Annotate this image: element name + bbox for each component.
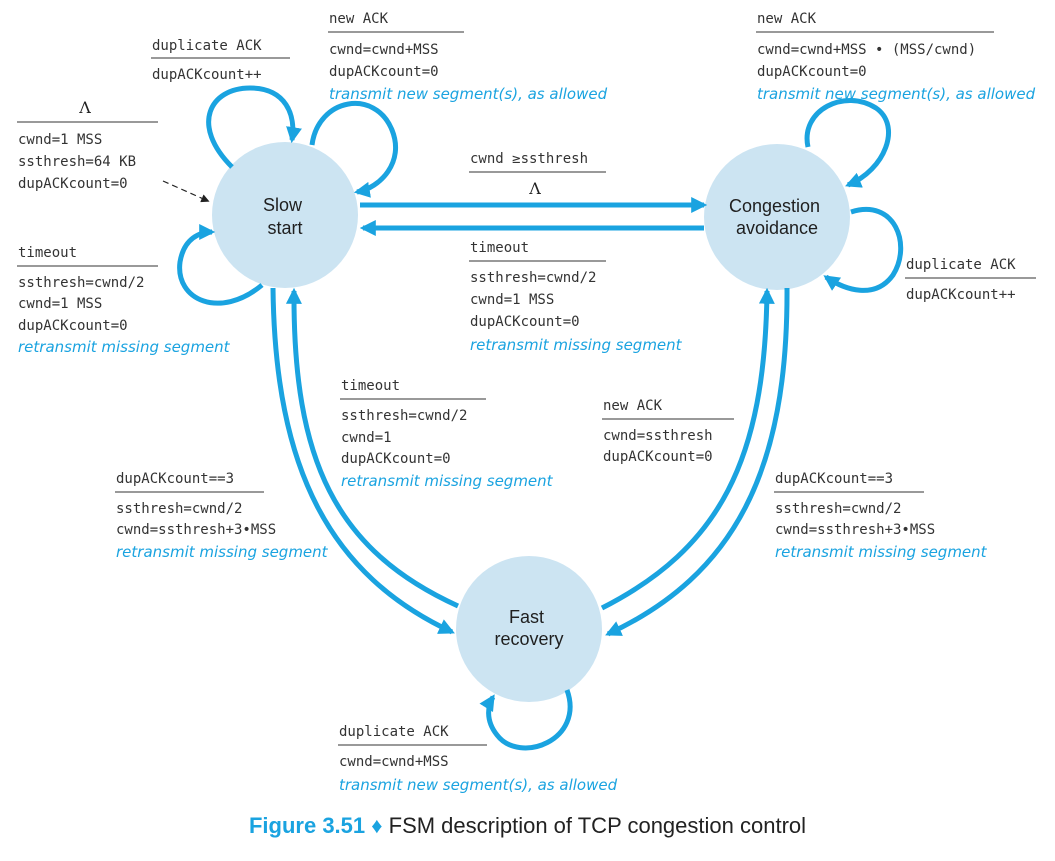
action-italic: transmit new segment(s), as allowed — [329, 85, 608, 103]
label-fr-dupack: duplicate ACK cwnd=cwnd+MSS transmit new… — [338, 724, 618, 794]
edge-ss-to-fr — [270, 287, 455, 635]
action-text: ssthresh=cwnd/2 — [775, 501, 901, 517]
action-text: Λ — [528, 179, 541, 198]
action-text: ssthresh=cwnd/2 — [341, 408, 467, 424]
action-text: dupACKcount=0 — [18, 176, 128, 192]
action-italic: retransmit missing segment — [18, 338, 231, 356]
action-text: cwnd=1 — [341, 430, 392, 446]
action-text: ssthresh=cwnd/2 — [18, 275, 144, 291]
action-text: dupACKcount=0 — [18, 318, 128, 334]
action-italic: retransmit missing segment — [775, 543, 988, 561]
action-text: cwnd=1 MSS — [18, 296, 102, 312]
event-text: timeout — [341, 378, 400, 394]
action-text: dupACKcount=0 — [757, 64, 867, 80]
action-text: dupACKcount=0 — [470, 314, 580, 330]
loop-ss-newack — [309, 101, 399, 198]
event-text: timeout — [18, 245, 77, 261]
edge-ca-to-fr — [605, 287, 790, 637]
event-text: duplicate ACK — [339, 724, 449, 740]
event-text: cwnd ≥ssthresh — [470, 151, 588, 167]
loop-ss-dupack — [206, 85, 302, 169]
state-slow-start: Slow start — [212, 142, 358, 288]
label-initial: Λ cwnd=1 MSS ssthresh=64 KB dupACKcount=… — [17, 98, 158, 192]
action-text: cwnd=cwnd+MSS — [339, 754, 449, 770]
label-ca-to-fr: dupACKcount==3 ssthresh=cwnd/2 cwnd=ssth… — [774, 471, 988, 561]
action-italic: retransmit missing segment — [470, 336, 683, 354]
state-label-line: recovery — [494, 629, 563, 649]
state-label-line: avoidance — [736, 218, 818, 238]
label-ca-newack: new ACK cwnd=cwnd+MSS • (MSS/cwnd) dupAC… — [756, 11, 1036, 103]
state-label-line: Fast — [509, 607, 544, 627]
action-text: dupACKcount++ — [152, 67, 262, 83]
initial-event: Λ — [78, 98, 91, 117]
event-text: timeout — [470, 240, 529, 256]
loop-ca-newack — [804, 97, 891, 188]
state-label-line: start — [267, 218, 302, 238]
action-italic: transmit new segment(s), as allowed — [757, 85, 1036, 103]
caption-separator: ♦ — [371, 813, 383, 838]
event-text: dupACKcount==3 — [116, 471, 234, 487]
action-text: dupACKcount=0 — [329, 64, 439, 80]
loop-ca-dupack — [823, 207, 904, 293]
action-text: ssthresh=cwnd/2 — [116, 501, 242, 517]
event-text: duplicate ACK — [906, 257, 1016, 273]
label-ss-timeout: timeout ssthresh=cwnd/2 cwnd=1 MSS dupAC… — [17, 245, 231, 356]
action-text: cwnd=1 MSS — [470, 292, 554, 308]
action-text: dupACKcount++ — [906, 287, 1016, 303]
label-ss-dupack: duplicate ACK dupACKcount++ — [151, 38, 290, 83]
initial-arrow — [162, 180, 210, 203]
edge-fr-to-ss — [285, 287, 460, 609]
action-text: cwnd=ssthresh+3•MSS — [775, 522, 935, 538]
loop-fr-dupack — [479, 689, 573, 751]
action-text: cwnd=cwnd+MSS • (MSS/cwnd) — [757, 42, 976, 58]
event-text: dupACKcount==3 — [775, 471, 893, 487]
action-text: ssthresh=64 KB — [18, 154, 136, 170]
svg-text:Slow start: Slow start — [263, 195, 307, 238]
action-italic: retransmit missing segment — [116, 543, 329, 561]
figure-caption: Figure 3.51 ♦ FSM description of TCP con… — [0, 813, 1055, 839]
label-ss-to-ca: cwnd ≥ssthresh Λ — [469, 151, 606, 198]
event-text: new ACK — [329, 11, 389, 27]
action-text: dupACKcount=0 — [603, 449, 713, 465]
action-text: ssthresh=cwnd/2 — [470, 270, 596, 286]
action-italic: transmit new segment(s), as allowed — [339, 776, 618, 794]
label-fr-to-ca: new ACK cwnd=ssthresh dupACKcount=0 — [602, 398, 734, 465]
label-ca-to-ss: timeout ssthresh=cwnd/2 cwnd=1 MSS dupAC… — [469, 240, 683, 354]
svg-text:Fast recovery: Fast recovery — [494, 607, 563, 649]
state-congestion-avoidance: Congestion avoidance — [704, 144, 850, 290]
state-fast-recovery: Fast recovery — [456, 556, 602, 702]
figure-number: Figure 3.51 — [248, 813, 366, 838]
label-fr-to-ss: timeout ssthresh=cwnd/2 cwnd=1 dupACKcou… — [340, 378, 554, 490]
action-italic: retransmit missing segment — [341, 472, 554, 490]
event-text: new ACK — [757, 11, 817, 27]
action-text: cwnd=ssthresh — [603, 428, 713, 444]
svg-text:Congestion avoidance: Congestion avoidance — [729, 196, 825, 238]
loop-ss-timeout — [177, 224, 264, 306]
edge-fr-to-ca — [600, 287, 775, 611]
label-ss-to-fr: dupACKcount==3 ssthresh=cwnd/2 cwnd=ssth… — [115, 471, 329, 561]
caption-text: FSM description of TCP congestion contro… — [388, 813, 807, 838]
state-label-line: Slow — [263, 195, 303, 215]
action-text: dupACKcount=0 — [341, 451, 451, 467]
event-text: new ACK — [603, 398, 663, 414]
action-text: cwnd=ssthresh+3•MSS — [116, 522, 276, 538]
event-text: duplicate ACK — [152, 38, 262, 54]
label-ss-newack: new ACK cwnd=cwnd+MSS dupACKcount=0 tran… — [328, 11, 608, 103]
state-label-line: Congestion — [729, 196, 820, 216]
action-text: cwnd=cwnd+MSS — [329, 42, 439, 58]
label-ca-dupack: duplicate ACK dupACKcount++ — [905, 257, 1036, 303]
action-text: cwnd=1 MSS — [18, 132, 102, 148]
